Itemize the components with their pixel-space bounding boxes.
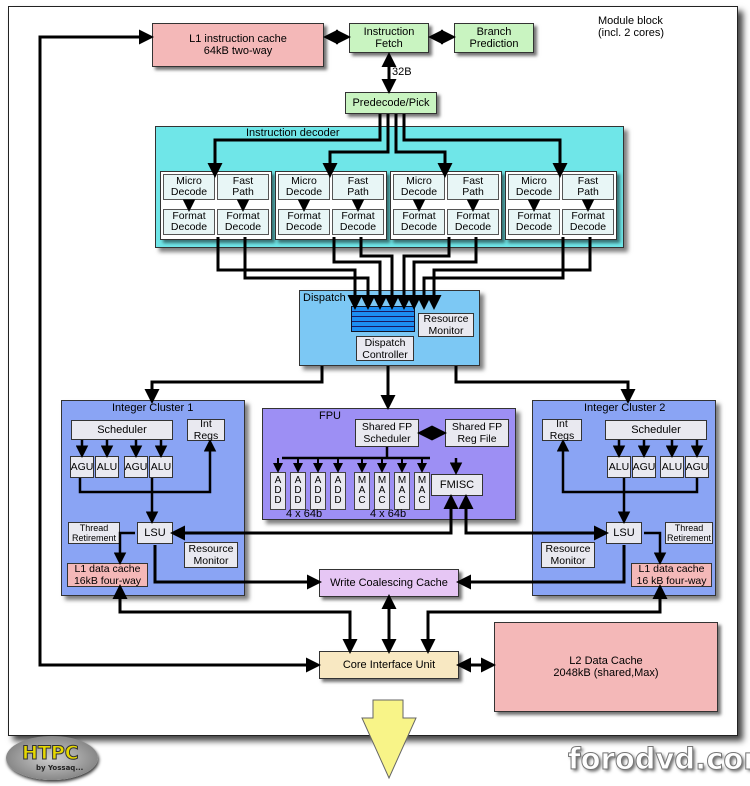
forodvd-watermark: forodvd.com — [568, 742, 750, 777]
fast-path: Fast Path — [332, 174, 384, 200]
arrow — [454, 366, 636, 404]
cluster1-l1-data-cache: L1 data cache 16kB four-way — [67, 563, 148, 587]
arrow — [243, 237, 376, 310]
arrow — [38, 29, 321, 673]
arrow — [556, 439, 699, 494]
arrow — [207, 114, 382, 178]
cluster2-scheduler: Scheduler — [605, 420, 707, 440]
arrow — [216, 237, 363, 310]
branch-prediction: Branch Prediction — [454, 23, 534, 53]
fpu-title: FPU — [319, 410, 341, 422]
cluster2-resource-monitor: Resource Monitor — [541, 542, 595, 568]
arrow — [458, 494, 609, 541]
arrow — [406, 237, 478, 310]
cluster2-title: Integer Cluster 2 — [584, 402, 666, 414]
arrow — [396, 237, 451, 310]
arrow — [144, 366, 324, 404]
arrow — [644, 531, 667, 565]
arrow — [113, 531, 135, 565]
arrow — [426, 237, 592, 310]
arrow — [402, 114, 568, 178]
arrow — [456, 545, 626, 590]
arrow — [416, 237, 565, 310]
arrow — [332, 237, 388, 310]
cluster2-thread-retirement: Thread Retirement — [665, 522, 713, 544]
arrow — [112, 584, 358, 654]
dispatch-resource-monitor: Resource Monitor — [418, 313, 474, 337]
module-block-note: Module block (incl. 2 cores) — [598, 15, 665, 39]
core-interface-unit: Core Interface Unit — [319, 651, 459, 679]
cluster2-unit-1: ALU — [607, 456, 631, 478]
arrow — [359, 237, 400, 310]
cluster2-l1-data-cache: L1 data cache 16 kB four-way — [631, 563, 712, 587]
bus-width-label: 32B — [392, 66, 412, 78]
dispatch-controller: Dispatch Controller — [356, 336, 414, 361]
fmisc-unit: FMISC — [431, 474, 483, 496]
cluster2-unit-4: AGU — [685, 456, 709, 478]
cluster2-unit-2: AGU — [632, 456, 656, 478]
arrow — [78, 439, 217, 494]
arrow — [170, 494, 459, 541]
arrow — [322, 114, 390, 178]
shared-fp-reg-file: Shared FP Reg File — [445, 419, 509, 447]
format-decode: Format Decode — [393, 209, 445, 235]
arrow — [394, 114, 453, 178]
arrow — [420, 584, 668, 654]
micro-decode: Micro Decode — [508, 174, 560, 200]
format-decode: Format Decode — [332, 209, 384, 235]
instruction-fetch: Instruction Fetch — [349, 23, 429, 53]
format-decode: Format Decode — [447, 209, 499, 235]
htpc-logo: HTPC by Yossaq... — [6, 736, 98, 780]
external-bus-arrow — [361, 699, 417, 780]
arrow — [153, 545, 322, 590]
